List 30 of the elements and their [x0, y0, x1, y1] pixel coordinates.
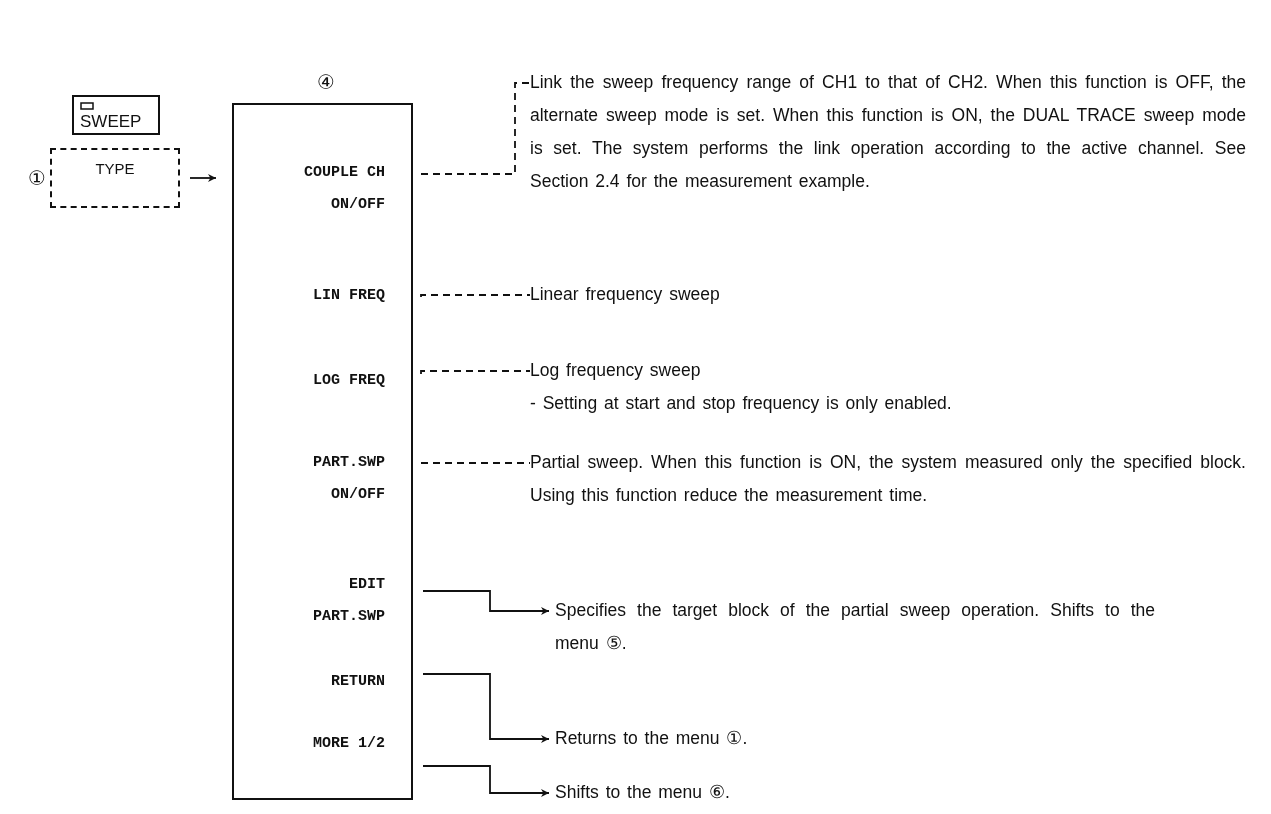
leader-line [420, 294, 531, 298]
softkey-menu-box [232, 103, 413, 800]
key-label: TYPE [95, 160, 135, 177]
description-text: Linear frequency sweep [530, 283, 721, 306]
description-text: Link the sweep frequency range of CH1 to that of CH2. When this function is OFF, the alternate sweep mode is set. When this function is ON, the DUAL TRACE sweep mode is set. The system performs the link operation according to the active channel. See Section 2.4 for the measurement example. [530, 71, 1246, 193]
key-label: LOG FREQ [312, 371, 385, 391]
key-label: COUPLE CH ON/OFF [303, 163, 385, 215]
leader-line [420, 462, 531, 464]
dashed-key-box [50, 148, 180, 208]
description-text: Shifts to the menu ⑥. [555, 781, 731, 804]
key-label: RETURN [330, 672, 385, 692]
key-label: PART.SWP ON/OFF [312, 453, 385, 505]
leader-line [420, 370, 531, 375]
description-text: Partial sweep. When this function is ON, the system measured only the specified block. Using this function reduce the measurement time. [530, 451, 1246, 507]
key-label: SWEEP [80, 112, 142, 131]
key-label: LIN FREQ [312, 286, 385, 306]
arrow [189, 174, 217, 182]
key-label: EDIT PART.SWP [312, 575, 385, 627]
callout-number: ① [28, 166, 46, 190]
note-text: - Setting at start and stop frequency is only enabled. [530, 392, 953, 415]
callout-number: ④ [317, 70, 335, 94]
arrow [422, 673, 550, 743]
description-text: Log frequency sweep [530, 359, 702, 382]
arrow [422, 765, 550, 797]
arrow [422, 590, 550, 615]
key-label-box [72, 95, 160, 135]
leader-line [420, 82, 531, 175]
description-text: Returns to the menu ①. [555, 727, 749, 750]
key-label: MORE 1/2 [312, 734, 385, 754]
description-text: Specifies the target block of the partial sweep operation. Shifts to the menu ⑤. [555, 599, 1155, 655]
